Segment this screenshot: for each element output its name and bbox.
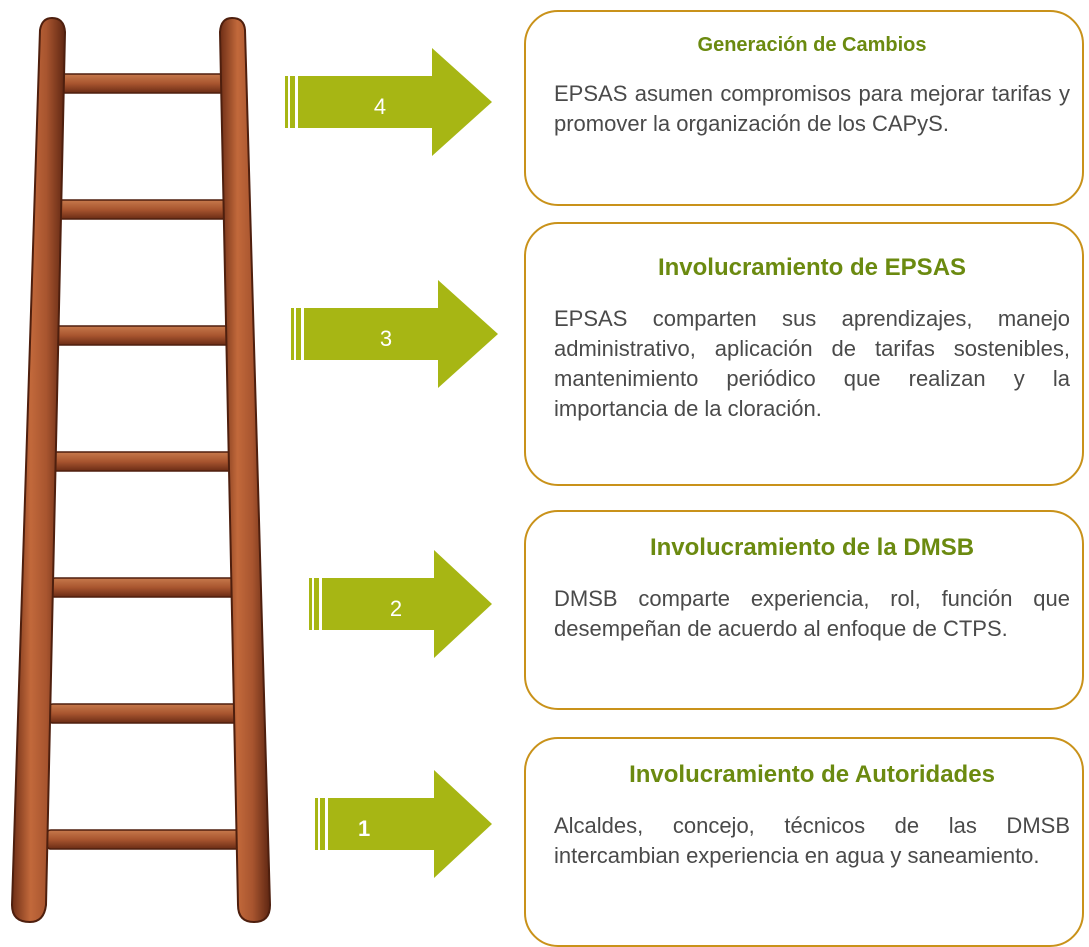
ladder-rung — [51, 451, 241, 472]
ladder-rung — [47, 703, 249, 724]
arrow-right-icon — [291, 280, 498, 388]
step-number: 3 — [379, 326, 393, 351]
step-number: 1 — [358, 816, 371, 841]
step-number: 4 — [373, 94, 387, 119]
step-card-title: Involucramiento de EPSAS — [657, 254, 967, 281]
arrow-right-icon — [285, 48, 492, 156]
step-arrow-1: 1 — [312, 766, 522, 896]
ladder-rung — [57, 73, 229, 94]
ladder-illustration — [10, 16, 272, 924]
ladder-rung — [45, 829, 253, 850]
step-arrow-4: 4 — [282, 44, 492, 174]
step-card-body: DMSB comparte experiencia, rol, función … — [554, 586, 1070, 641]
ladder-right-rail — [218, 16, 272, 924]
ladder-rung — [53, 325, 237, 346]
step-card-body: EPSAS comparten sus aprendizajes, manejo… — [554, 306, 1070, 421]
arrow-right-icon — [315, 770, 492, 878]
step-arrow-3: 3 — [288, 272, 498, 402]
ladder-rung — [49, 577, 245, 598]
step-card-title: Involucramiento de Autoridades — [629, 761, 995, 788]
step-card-4: Generación de Cambios EPSAS asumen compr… — [524, 10, 1084, 206]
step-card-1: Involucramiento de Autoridades Alcaldes,… — [524, 737, 1084, 947]
step-card-3: Involucramiento de EPSAS EPSAS comparten… — [524, 222, 1084, 486]
step-card-title: Generación de Cambios — [697, 34, 927, 56]
ladder-rungs — [45, 73, 253, 850]
step-card-2: Involucramiento de la DMSB DMSB comparte… — [524, 510, 1084, 710]
step-card-title: Involucramiento de la DMSB — [649, 534, 975, 561]
step-number: 2 — [389, 596, 403, 621]
step-card-body: Alcaldes, concejo, técnicos de las DMSB … — [554, 813, 1070, 868]
step-card-body: EPSAS asumen compromisos para mejorar ta… — [554, 81, 1070, 136]
step-arrow-2: 2 — [306, 546, 516, 676]
ladder-left-rail — [10, 16, 67, 924]
arrow-right-icon — [309, 550, 492, 658]
ladder-rung — [55, 199, 233, 220]
